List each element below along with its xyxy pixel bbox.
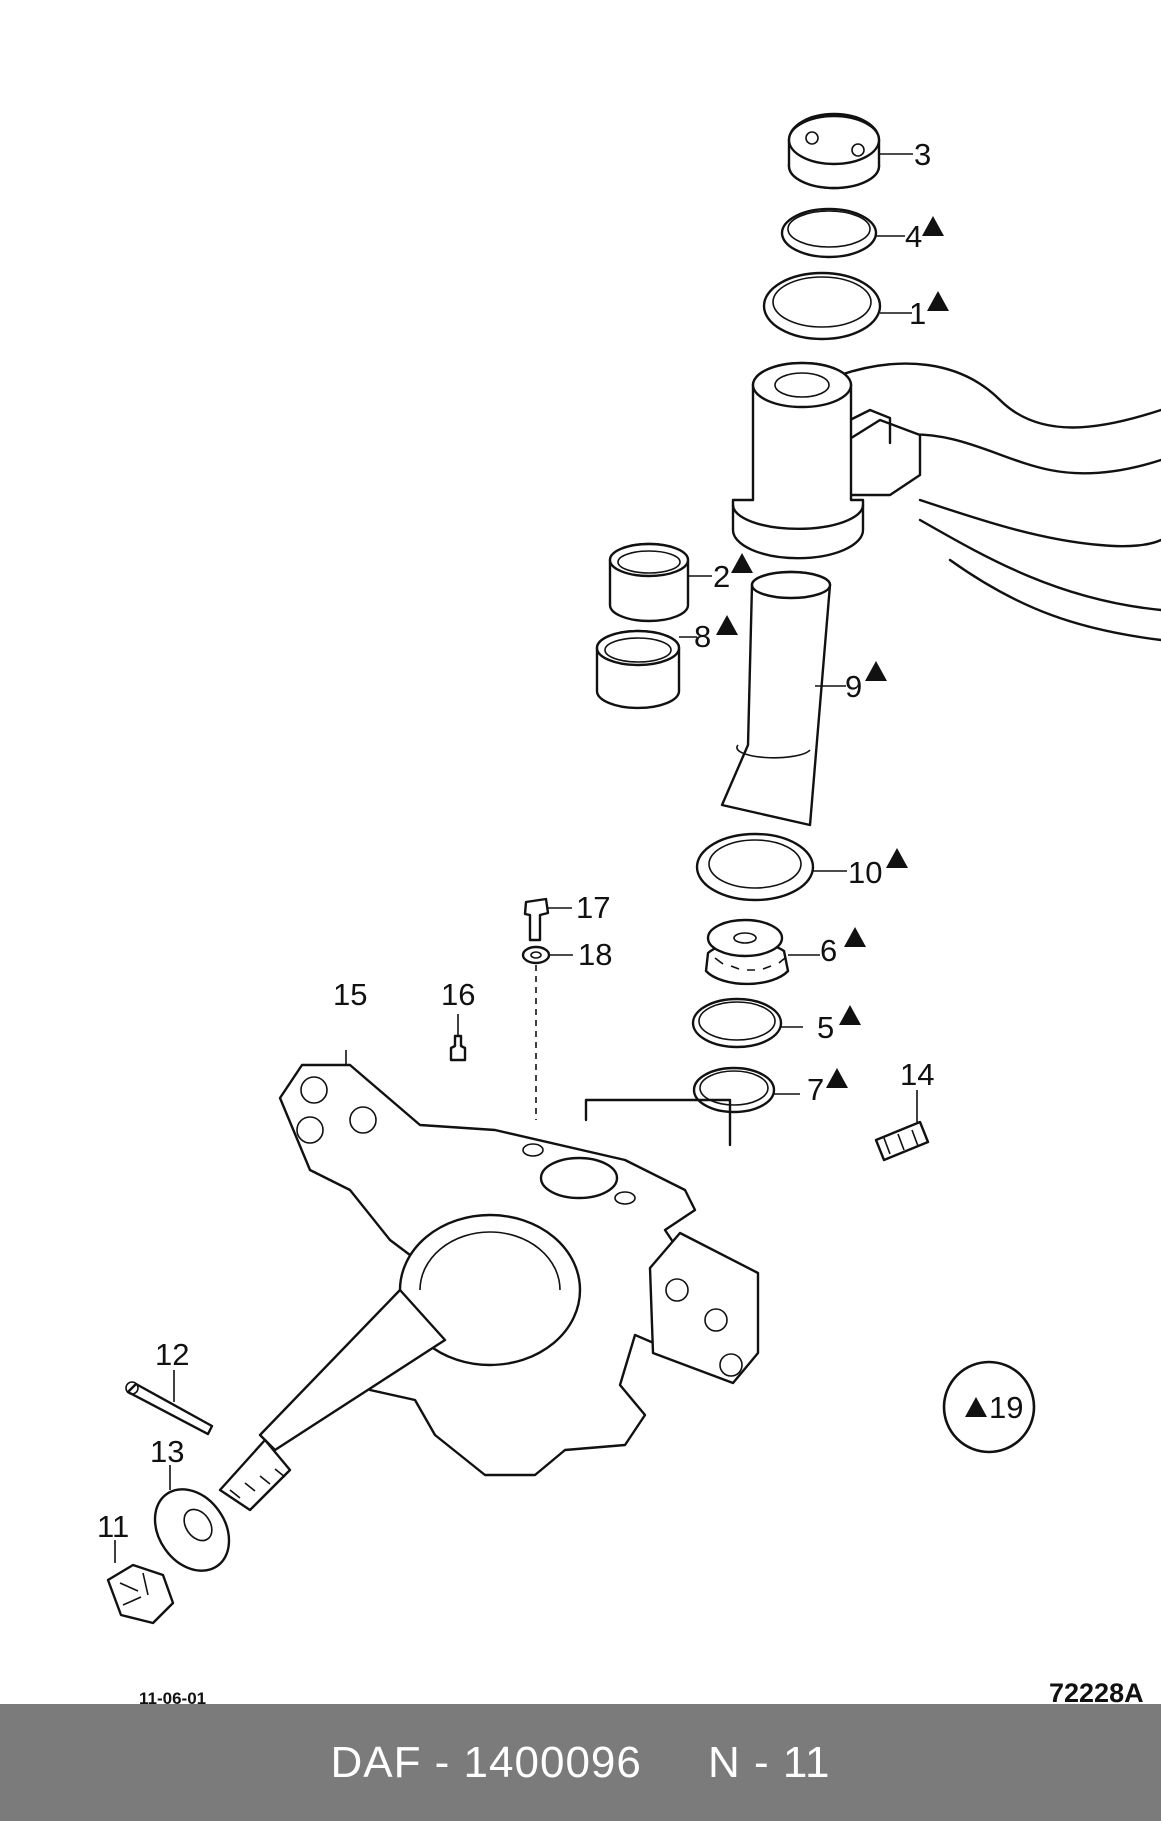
callout-9: 9 <box>845 669 862 704</box>
callout-4: 4 <box>905 219 922 254</box>
callout-17: 17 <box>576 890 610 925</box>
callout-10: 10 <box>848 855 882 890</box>
callout-14: 14 <box>900 1057 934 1092</box>
axle-beam <box>731 361 1161 642</box>
callout-3: 3 <box>914 137 931 172</box>
legend-badge-label: 19 <box>989 1390 1023 1425</box>
callout-11: 11 <box>97 1509 129 1544</box>
callout-12: 12 <box>155 1337 189 1372</box>
part-6-bearing <box>704 918 820 986</box>
part-8-bushing <box>595 629 697 710</box>
callout-16: 16 <box>441 977 475 1012</box>
callout-5: 5 <box>817 1010 834 1045</box>
part-14-nipple <box>874 1090 930 1162</box>
drawing-date: 11-06-01 <box>139 1689 206 1704</box>
part-16-screw <box>449 1014 467 1062</box>
part-3-cover <box>787 112 913 190</box>
callout-15: 15 <box>333 977 367 1012</box>
callout-18: 18 <box>578 937 612 972</box>
part-17-bolt <box>523 897 572 942</box>
part-13-washer <box>153 1465 231 1572</box>
part-11-nut <box>106 1540 175 1625</box>
part-15-knuckle <box>218 1050 760 1512</box>
part-5-ring <box>691 997 803 1049</box>
callout-2: 2 <box>713 559 730 594</box>
part-9-kingpin <box>720 570 846 827</box>
legend-badge-19: 19 <box>942 1360 1036 1454</box>
callout-13: 13 <box>150 1434 184 1469</box>
callout-labels: 3 4 1 2 8 9 10 17 18 6 15 16 5 7 14 12 1… <box>97 137 949 1544</box>
part-2-bushing <box>608 542 712 623</box>
callout-7: 7 <box>807 1072 824 1107</box>
part-7-shim <box>692 1066 800 1114</box>
part-18-washer <box>521 945 573 1120</box>
callout-6: 6 <box>820 933 837 968</box>
exploded-parts-diagram: 3 4 1 2 8 9 10 17 18 6 15 16 5 7 14 12 1… <box>97 112 1161 1704</box>
part-12-splitpin <box>125 1370 214 1436</box>
callout-1: 1 <box>909 296 926 331</box>
part-4-ring <box>780 207 905 259</box>
part-1-ring <box>762 271 912 341</box>
part-10-seal <box>695 832 847 902</box>
part-number-footer: DAF - 1400096 N - 11 <box>330 1737 831 1787</box>
callout-8: 8 <box>694 619 711 654</box>
drawing-code: 72228A <box>1049 1678 1144 1704</box>
footer-bar: DAF - 1400096 N - 11 <box>0 1704 1161 1821</box>
